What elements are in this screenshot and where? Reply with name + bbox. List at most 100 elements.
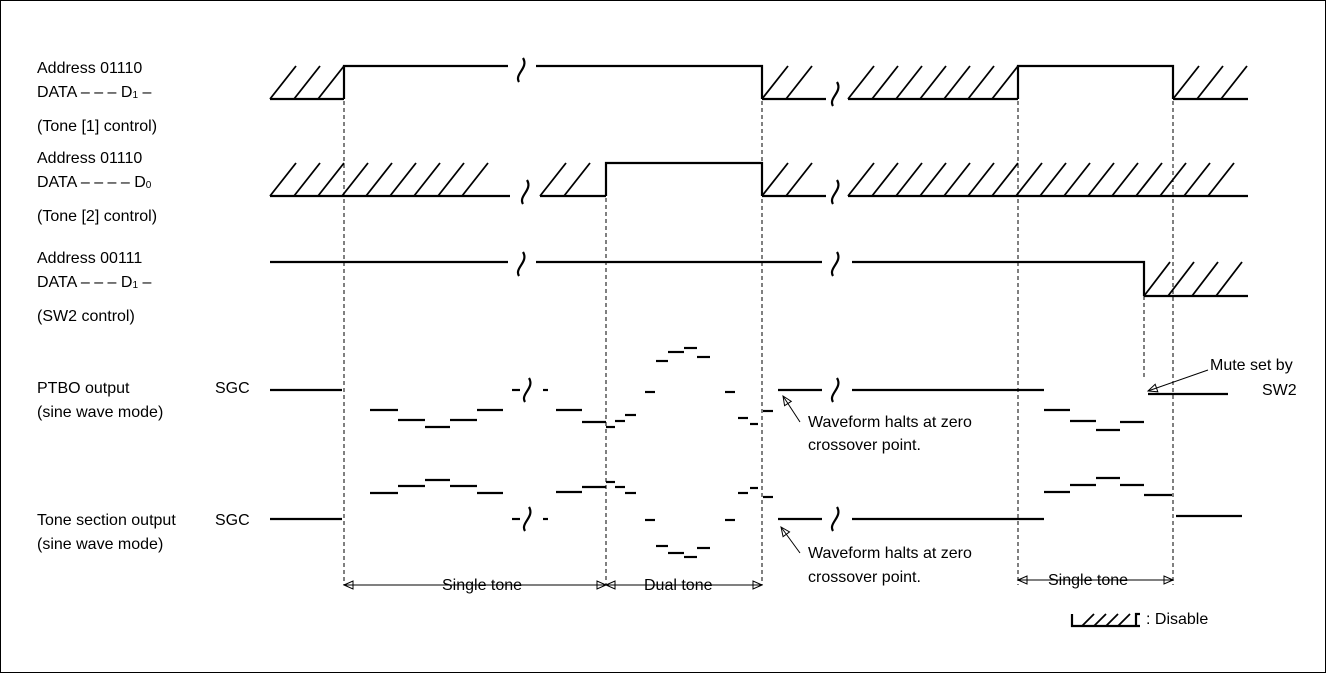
sw2-break-mark [516, 251, 526, 277]
tone2-address-label: Address 01110 [37, 150, 143, 167]
tone1-address-label: Address 01110 [37, 60, 143, 77]
tone2-control-waveform [269, 161, 1248, 205]
tone2-disable-slash [1207, 162, 1235, 197]
tone1-break-mark [516, 57, 526, 83]
tone2-disable-slash [341, 162, 369, 197]
timing-guide-lines [342, 66, 1175, 590]
ptbo-halt-arrow-shaft [782, 395, 801, 423]
ptbo-halt-arrow-head [782, 394, 793, 407]
legend-left-edge [1070, 614, 1082, 628]
ptbo-break-mark [522, 377, 532, 403]
mute-arrow-head [1146, 383, 1159, 393]
tone1-control-waveform [269, 57, 1248, 107]
single-tone-1-dimension-left-arrowhead [342, 580, 354, 590]
tone1-disable-slash [991, 65, 1019, 100]
legend-slash [1117, 613, 1131, 627]
legend-right-edge [1134, 612, 1140, 626]
ptbo-output-waveform [270, 346, 1228, 432]
tone2-disable-slash [389, 162, 417, 197]
tone-halt-arrow-head [780, 526, 791, 538]
tone2-disable-slash [761, 162, 789, 197]
tone1-disable-slash [293, 65, 321, 100]
tone-halt-note-line2: crossover point. [808, 569, 921, 586]
ptbo-halt-note-line1: Waveform halts at zero [808, 414, 972, 431]
legend-slash [1081, 613, 1095, 627]
tone2-disable-slash [1039, 162, 1067, 197]
tone2-disable-slash [1183, 162, 1211, 197]
tone1-data-label: DATA – – – D1 – [37, 84, 152, 101]
tone2-disable-slash [317, 162, 345, 197]
tone1-disable-slash [1220, 65, 1248, 100]
tone2-data-label: DATA – – – – D0 [37, 174, 152, 191]
dual-tone-dimension-left-arrowhead [604, 580, 616, 590]
tone1-disable-slash [1196, 65, 1224, 100]
ptbo-break-mark [830, 377, 840, 403]
tone2-break-mark [520, 179, 530, 205]
tone1-disable-slash [761, 65, 789, 100]
tone-halt-note-line1: Waveform halts at zero [808, 545, 972, 562]
tone1-high-segment [1016, 64, 1175, 99]
tone1-control-label: (Tone [1] control) [37, 118, 158, 135]
tone2-disable-slash [437, 162, 465, 197]
ptbo-sgc-label: SGC [215, 380, 250, 397]
legend-disable-symbol [1070, 612, 1140, 628]
mute-note-line2: SW2 [1262, 382, 1297, 399]
sw2-control-label: (SW2 control) [37, 308, 135, 325]
tone1-disable-slash [847, 65, 875, 100]
dual-tone-dimension-right-arrowhead [752, 580, 764, 590]
tone2-disable-slash [563, 162, 591, 197]
sw2-disable-slash [1143, 261, 1171, 297]
tone2-break-mark [830, 179, 840, 205]
ptbo-mode-label: (sine wave mode) [37, 404, 164, 421]
sw2-break-mark [830, 251, 840, 277]
tone2-disable-slash [785, 162, 813, 197]
single-tone-2-dimension-right-arrowhead [1163, 575, 1175, 585]
tone1-disable-slash [785, 65, 813, 100]
tone1-disable-slash [317, 65, 345, 100]
sw2-control-waveform [270, 251, 1248, 298]
sw2-data-label: DATA – – – D1 – [37, 274, 152, 291]
sw2-disable-slash [1215, 261, 1243, 297]
tone1-disable-slash [919, 65, 947, 100]
tone2-disable-slash [1063, 162, 1091, 197]
tone2-disable-slash [365, 162, 393, 197]
single-tone-1-dimension-right-arrowhead [596, 580, 608, 590]
mute-arrow-shaft [1147, 369, 1209, 392]
tone2-disable-slash [967, 162, 995, 197]
tone2-disable-slash [991, 162, 1019, 197]
sw2-address-label: Address 00111 [37, 250, 143, 267]
tone-section-sgc-label: SGC [215, 512, 250, 529]
tone1-disable-slash [871, 65, 899, 100]
tone-section-mode-label: (sine wave mode) [37, 536, 164, 553]
mute-note-line1: Mute set by [1210, 357, 1293, 374]
tone2-disable-slash [269, 162, 297, 197]
sw2-disable-slash [1191, 261, 1219, 297]
tone2-disable-slash [871, 162, 899, 197]
tone2-disable-slash [461, 162, 489, 197]
tone-break-mark [522, 506, 532, 532]
tone-section-output-label: Tone section output [37, 512, 176, 529]
sw2-disable-slash [1167, 261, 1195, 297]
legend-slash [1105, 613, 1119, 627]
tone1-high-segment [342, 64, 508, 99]
tone-section-output-waveform [270, 476, 1242, 559]
tone1-high-segment [536, 64, 764, 99]
sw2-high-segment [852, 260, 1146, 296]
tone2-disable-slash [539, 162, 567, 197]
tone1-disable-slash [895, 65, 923, 100]
tone1-disable-slash [1172, 65, 1200, 100]
tone2-disable-slash [1087, 162, 1115, 197]
tone2-high-segment [604, 161, 764, 196]
tone-break-mark [830, 506, 840, 532]
legend-disable-label: : Disable [1146, 611, 1209, 628]
tone-halt-arrow-shaft [780, 526, 801, 554]
tone2-disable-slash [895, 162, 923, 197]
tone2-disable-slash [1111, 162, 1139, 197]
tone1-disable-slash [269, 65, 297, 100]
tone1-break-mark [830, 81, 840, 107]
tone2-disable-slash [847, 162, 875, 197]
tone2-disable-slash [293, 162, 321, 197]
tone2-disable-slash [413, 162, 441, 197]
